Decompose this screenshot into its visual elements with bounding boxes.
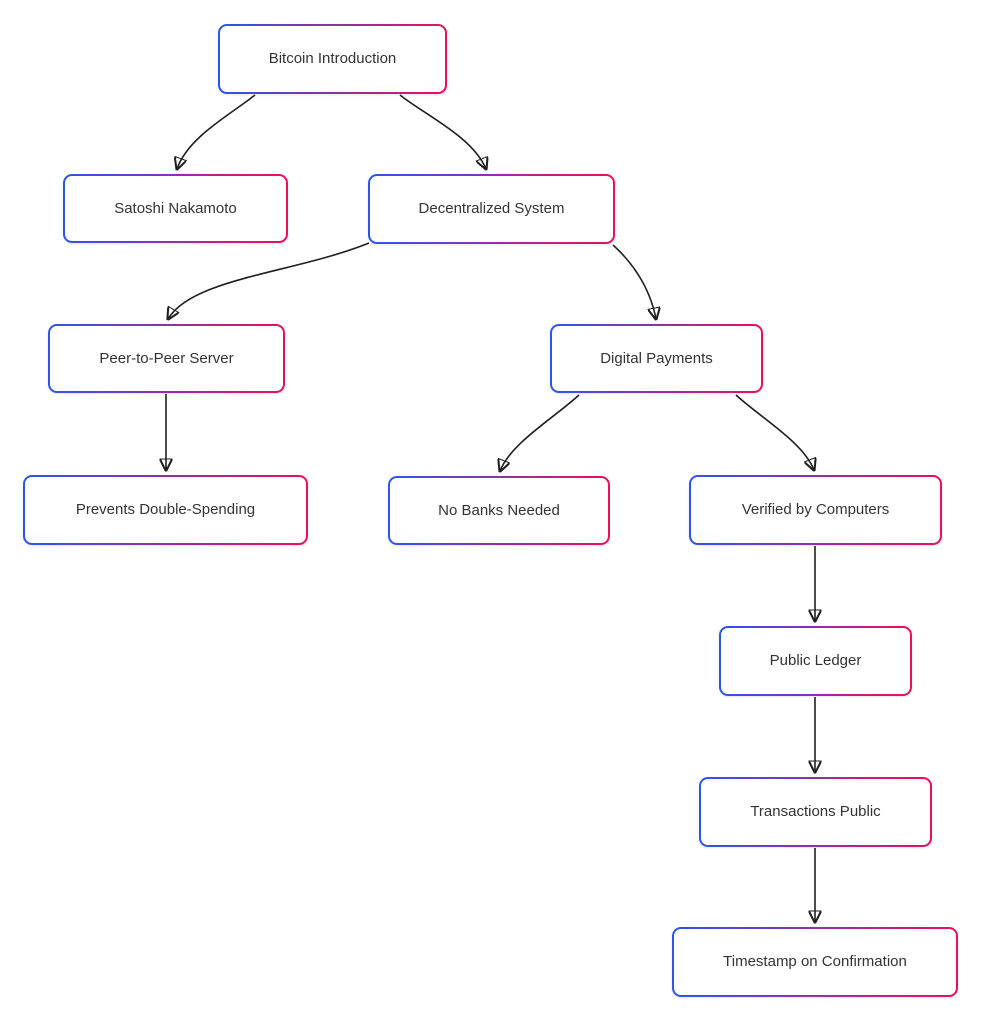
- node-transactions-public: Transactions Public: [699, 777, 932, 847]
- node-label: Peer-to-Peer Server: [50, 326, 283, 391]
- node-label: Bitcoin Introduction: [220, 26, 445, 92]
- edge-digital-payments-to-no-banks-needed: [500, 394, 580, 471]
- node-label: No Banks Needed: [390, 478, 608, 543]
- node-label: Digital Payments: [552, 326, 761, 391]
- node-digital-payments: Digital Payments: [550, 324, 763, 393]
- node-label: Decentralized System: [370, 176, 613, 242]
- node-label: Public Ledger: [721, 628, 910, 694]
- node-peer-to-peer-server: Peer-to-Peer Server: [48, 324, 285, 393]
- node-label: Timestamp on Confirmation: [674, 929, 956, 995]
- node-timestamp-on-confirmation: Timestamp on Confirmation: [672, 927, 958, 997]
- edge-bitcoin-introduction-to-satoshi-nakamoto: [177, 94, 256, 169]
- node-bitcoin-introduction: Bitcoin Introduction: [218, 24, 447, 94]
- node-label: Prevents Double-Spending: [25, 477, 306, 543]
- node-no-banks-needed: No Banks Needed: [388, 476, 610, 545]
- node-label: Transactions Public: [701, 779, 930, 845]
- node-public-ledger: Public Ledger: [719, 626, 912, 696]
- node-label: Verified by Computers: [691, 477, 940, 543]
- edge-decentralized-system-to-digital-payments: [612, 244, 656, 319]
- node-label: Satoshi Nakamoto: [65, 176, 286, 241]
- edge-digital-payments-to-verified-by-computers: [735, 394, 814, 470]
- node-verified-by-computers: Verified by Computers: [689, 475, 942, 545]
- node-satoshi-nakamoto: Satoshi Nakamoto: [63, 174, 288, 243]
- node-decentralized-system: Decentralized System: [368, 174, 615, 244]
- edge-decentralized-system-to-peer-to-peer-server: [168, 242, 370, 319]
- node-prevents-double-spending: Prevents Double-Spending: [23, 475, 308, 545]
- edge-bitcoin-introduction-to-decentralized-system: [399, 94, 486, 169]
